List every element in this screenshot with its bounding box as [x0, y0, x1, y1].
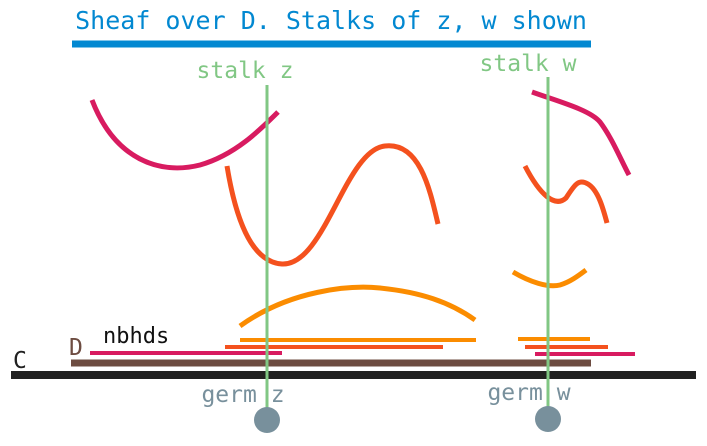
domain-label: D	[69, 335, 83, 361]
germ-z-point	[254, 407, 280, 433]
neighborhoods-label: nbhds	[103, 324, 169, 349]
germ-w-point	[535, 406, 561, 432]
stalk-w-label: stalk w	[480, 51, 577, 77]
section-curve-amber-z	[238, 284, 477, 329]
germ-z-label: germ z	[201, 382, 284, 408]
stalk-z-label: stalk z	[197, 58, 294, 84]
germ-w-label: germ w	[487, 380, 570, 406]
section-curve-crimson-w	[531, 89, 632, 177]
base-space-label: C	[13, 348, 27, 374]
section-curve-orange-w	[522, 164, 610, 224]
diagram-title: Sheaf over D. Stalks of z, w shown	[75, 6, 587, 35]
section-curve-crimson-z	[89, 99, 280, 171]
section-curve-amber-w	[511, 267, 588, 289]
section-curve-orange-z	[224, 143, 441, 267]
